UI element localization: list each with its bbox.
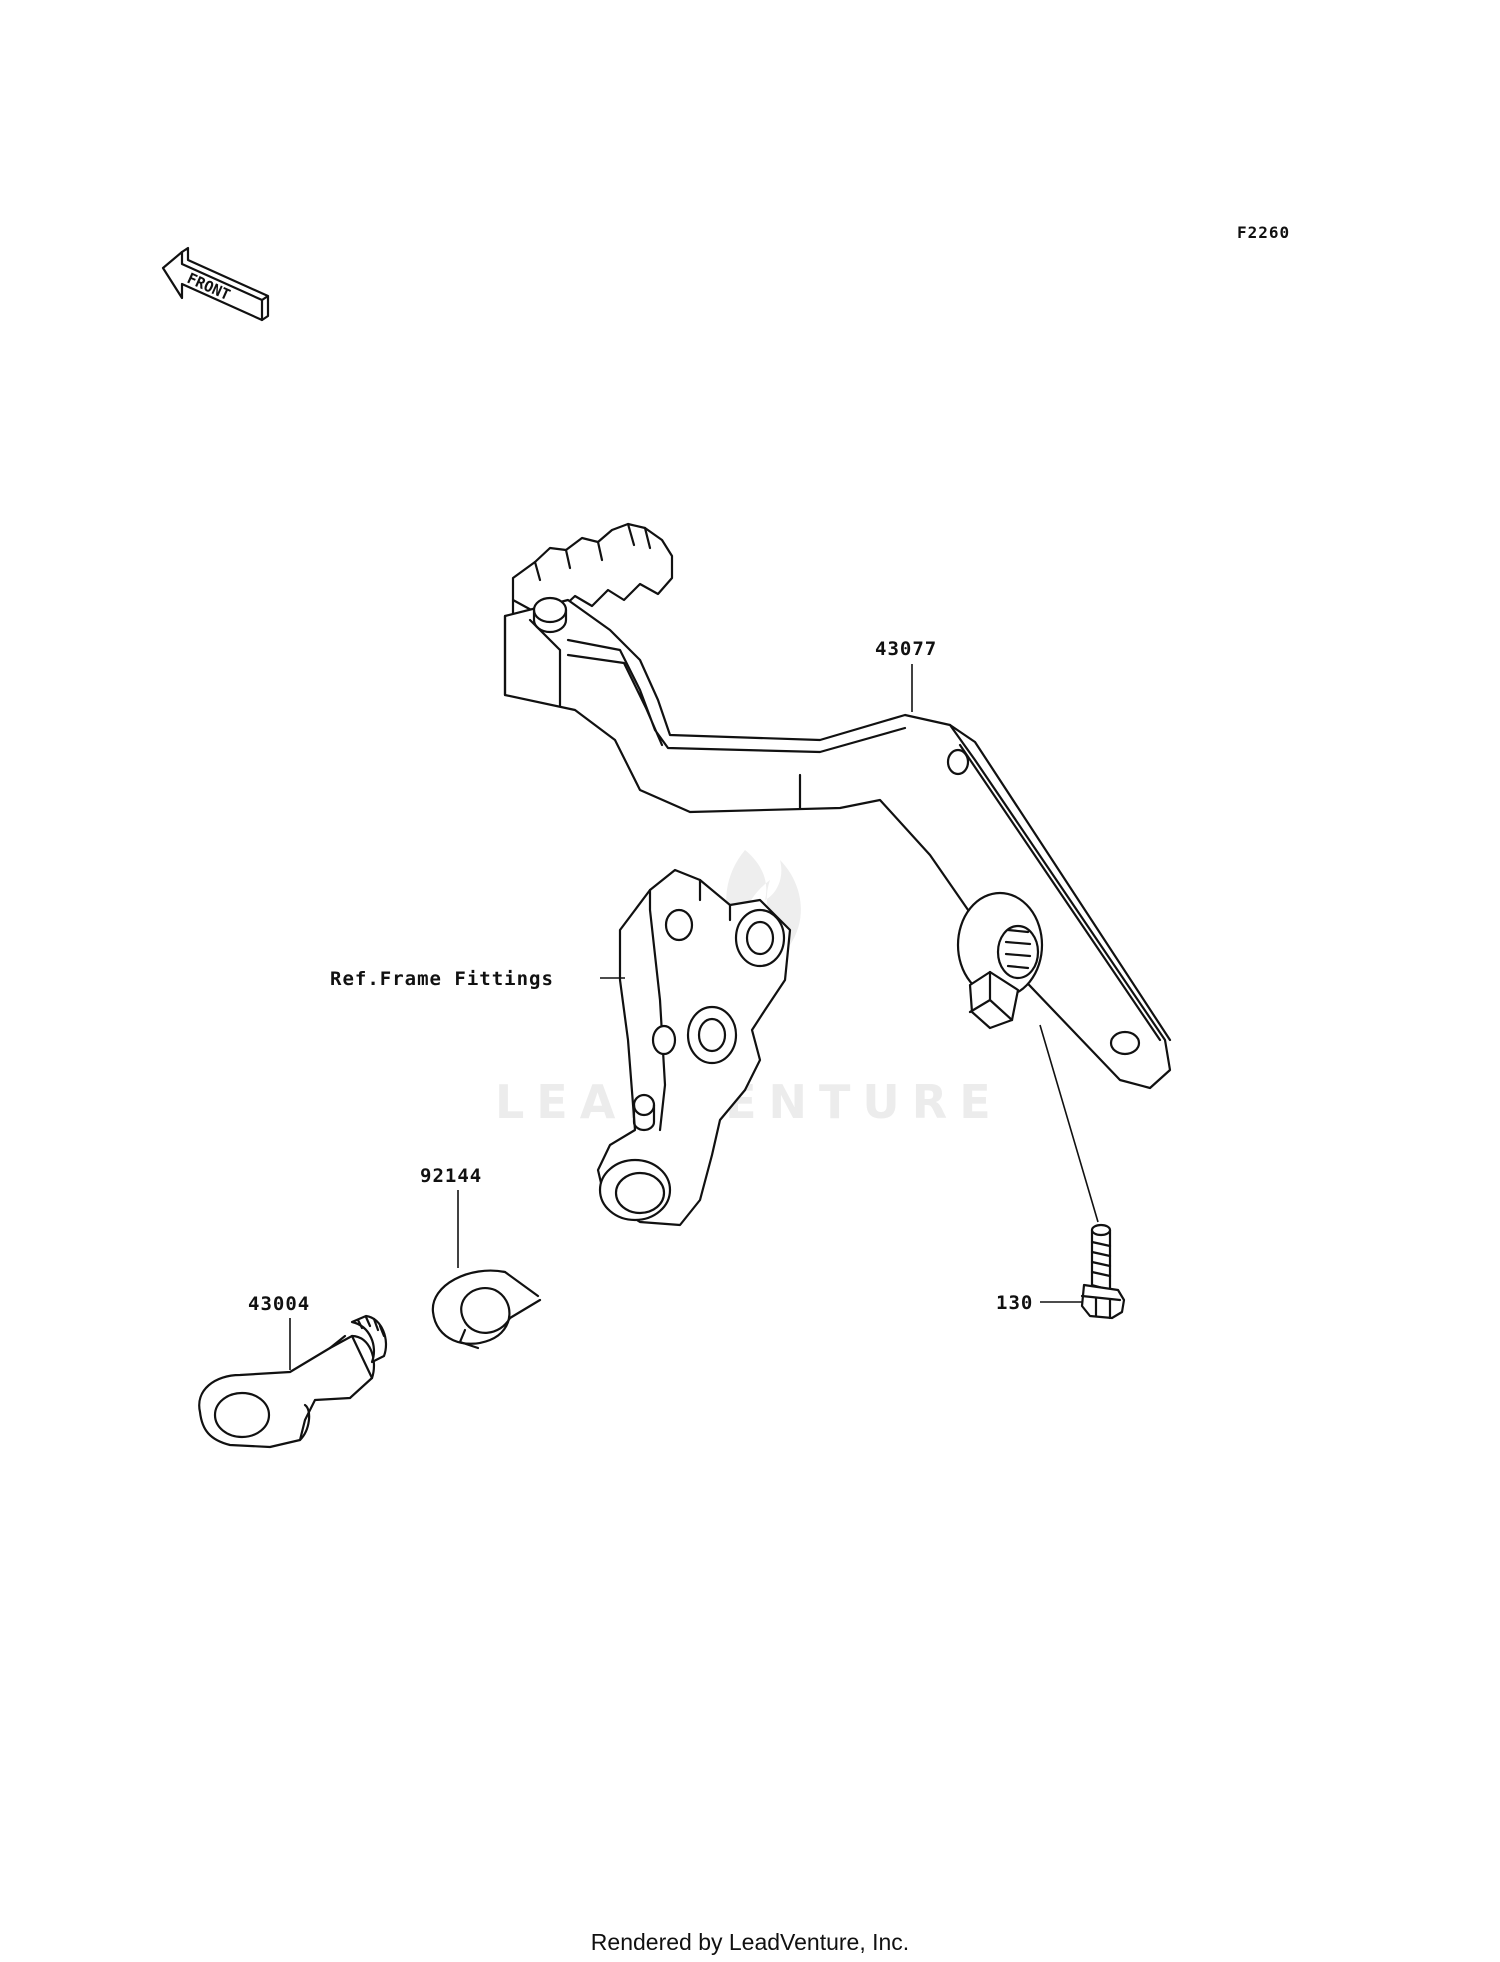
- spring-92144: [431, 1269, 542, 1350]
- leader-92144: 92144: [420, 1165, 482, 1268]
- part-label-ref-frame: Ref.Frame Fittings: [330, 968, 554, 990]
- leader-130: 130: [996, 1024, 1099, 1314]
- leader-43077: 43077: [875, 638, 937, 712]
- footer-credit: Rendered by LeadVenture, Inc.: [591, 1929, 909, 1955]
- shaft-43004: [198, 1314, 388, 1449]
- part-label-43004: 43004: [248, 1293, 310, 1315]
- part-label-130: 130: [996, 1292, 1033, 1314]
- leader-43004: 43004: [248, 1293, 310, 1370]
- front-arrow-icon: FRONT: [161, 246, 270, 322]
- part-label-43077: 43077: [875, 638, 937, 660]
- frame-fitting-bracket: [596, 868, 792, 1227]
- leader-ref-frame: Ref.Frame Fittings: [330, 968, 625, 990]
- brake-pedal-43077: [503, 522, 1172, 1090]
- bolt-130: [1080, 1223, 1126, 1320]
- front-label: FRONT: [184, 269, 233, 304]
- diagram-code: F2260: [1237, 223, 1290, 242]
- part-label-92144: 92144: [420, 1165, 482, 1187]
